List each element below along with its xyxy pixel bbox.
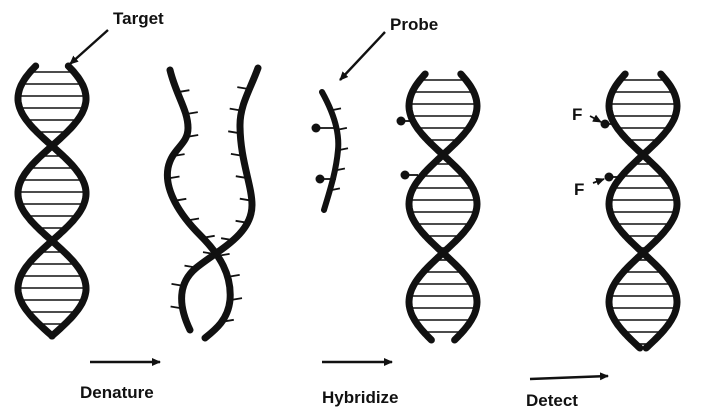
denatured-strands bbox=[167, 68, 258, 338]
helix-strand-a bbox=[409, 74, 477, 340]
hybridized-double-helix bbox=[397, 74, 478, 340]
helix-strand-b bbox=[609, 74, 677, 348]
single-strand-left bbox=[167, 70, 230, 338]
probe-strand bbox=[312, 92, 349, 210]
helix-base-pairs bbox=[18, 72, 86, 324]
helix-strand-b bbox=[409, 74, 477, 340]
detect-step-arrow bbox=[530, 376, 608, 379]
target-double-helix bbox=[18, 66, 86, 336]
probe-pointer-arrow bbox=[340, 32, 385, 80]
probe-label-dot-1 bbox=[312, 124, 337, 133]
fluorophore-label-2: F bbox=[574, 180, 584, 199]
fluorophore-label-1: F bbox=[572, 105, 582, 124]
helix-strand-a bbox=[609, 74, 677, 348]
detect-label: Detect bbox=[526, 391, 578, 410]
target-label: Target bbox=[113, 9, 164, 28]
probe-label: Probe bbox=[390, 15, 438, 34]
helix-strand-b bbox=[18, 66, 86, 336]
hybridize-label: Hybridize bbox=[322, 388, 399, 407]
helix-base-pairs bbox=[409, 80, 477, 332]
helix-base-pairs bbox=[609, 80, 677, 344]
target-pointer-arrow bbox=[70, 30, 108, 64]
denature-label: Denature bbox=[80, 383, 154, 402]
detected-double-helix bbox=[590, 74, 677, 348]
helix-strand-a bbox=[18, 66, 86, 336]
